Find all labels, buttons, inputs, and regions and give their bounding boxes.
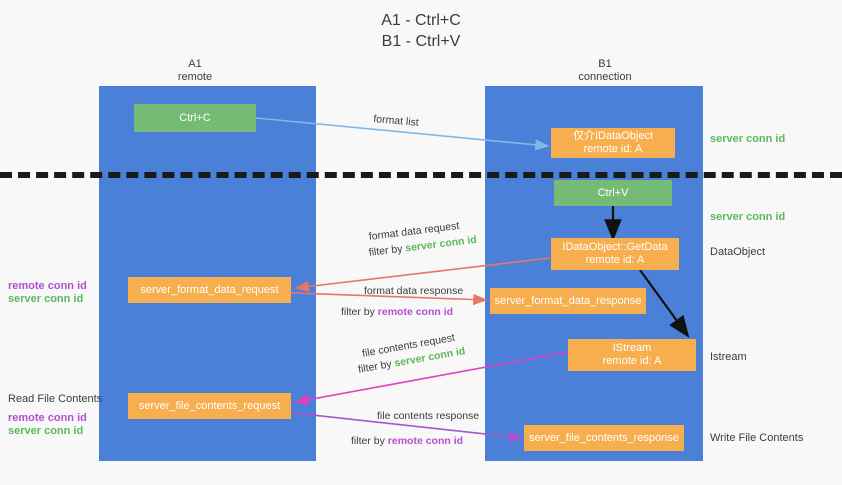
label-remote-conn-id-2: remote conn id [8, 412, 87, 424]
arrow-label-file-contents-response: file contents response [377, 410, 480, 422]
label-server-conn-id-1: server conn id [8, 293, 84, 305]
box-server-file-contents-response-label: server_file_contents_response [529, 431, 679, 444]
box-ctrl-c[interactable]: Ctrl+C [134, 104, 256, 132]
label-dataobject: DataObject [710, 246, 766, 258]
phase-separator-dashed-line [0, 172, 842, 178]
box-istream-line2: remote id: A [602, 355, 662, 367]
arrow-label-format-data-response-filter: filter by remote conn id [341, 305, 453, 319]
diagram-title: A1 - Ctrl+C B1 - Ctrl+V [321, 10, 521, 52]
lane-a1-sub: remote [177, 71, 213, 83]
box-getdata-line2: remote id: A [585, 254, 645, 266]
box-idataobject-getdata[interactable]: IDataObject::GetData remote id: A [551, 238, 679, 270]
box-getdata-line1: IDataObject::GetData [562, 241, 668, 253]
arrow-label-format-data-response: format data response [364, 285, 464, 297]
box-server-format-data-response[interactable]: server_format_data_response [490, 288, 646, 314]
label-write-file-contents: Write File Contents [710, 432, 804, 444]
label-server-conn-id-second: server conn id [710, 211, 786, 223]
label-server-conn-id-top: server conn id [710, 133, 786, 145]
box-server-format-data-request-label: server_format_data_request [140, 283, 279, 296]
filter-prefix: filter by [368, 242, 407, 259]
filter-value-remote-conn-id: remote conn id [387, 435, 464, 447]
box-istream-line1: IStream [612, 342, 652, 354]
filter-value-remote-conn-id: remote conn id [377, 306, 454, 318]
box-ctrl-v[interactable]: Ctrl+V [554, 180, 672, 206]
filter-prefix: filter by [351, 435, 388, 447]
box-ctrl-v-label: Ctrl+V [597, 186, 629, 199]
lane-b1-name: B1 [598, 58, 612, 70]
label-remote-conn-id-1: remote conn id [8, 280, 87, 292]
arrow-label-file-contents-response-filter: filter by remote conn id [351, 434, 463, 448]
box-server-file-contents-request-label: server_file_contents_request [138, 399, 281, 412]
lane-header-a1: A1 remote [140, 58, 250, 84]
box-idataobject-line1: 仅介IDataObject [572, 130, 654, 142]
lane-header-b1: B1 connection [540, 58, 670, 84]
title-line-2: B1 - Ctrl+V [381, 33, 461, 50]
lane-a1-name: A1 [188, 58, 202, 70]
box-istream[interactable]: IStream remote id: A [568, 339, 696, 371]
box-idataobject-line2: remote id: A [583, 143, 643, 155]
label-istream: Istream [710, 351, 747, 363]
label-server-conn-id-2: server conn id [8, 425, 84, 437]
box-idataobject[interactable]: 仅介IDataObject remote id: A [551, 128, 675, 158]
box-server-format-data-request[interactable]: server_format_data_request [128, 277, 291, 303]
arrow-label-format-list: format list [372, 112, 420, 129]
box-ctrl-c-label: Ctrl+C [179, 111, 211, 124]
box-server-file-contents-response[interactable]: server_file_contents_response [524, 425, 684, 451]
title-line-1: A1 - Ctrl+C [381, 12, 461, 29]
filter-prefix: filter by [341, 306, 378, 318]
box-server-format-data-response-label: server_format_data_response [494, 294, 642, 307]
box-server-file-contents-request[interactable]: server_file_contents_request [128, 393, 291, 419]
label-read-file-contents: Read File Contents [8, 393, 103, 405]
lane-b1-sub: connection [578, 71, 632, 83]
